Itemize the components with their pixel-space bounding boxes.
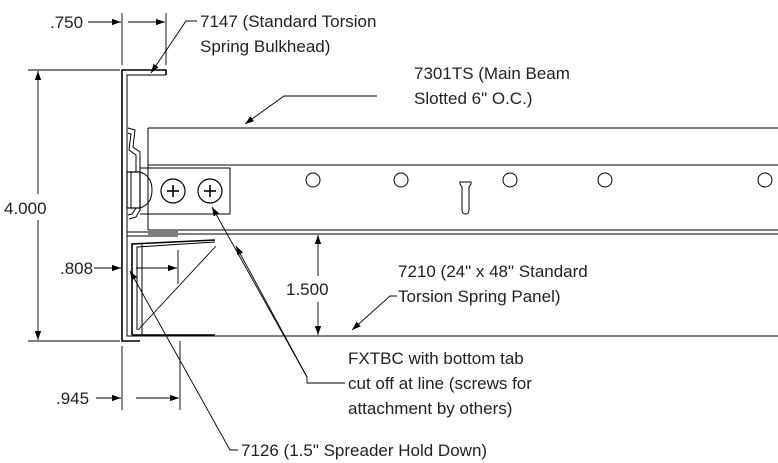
beam-slot-hole xyxy=(757,172,773,188)
main-beam xyxy=(147,127,778,235)
dimension-overall-height: 4.000 xyxy=(4,69,120,342)
callout-spreader: 7126 (1.5" Spreader Hold Down) xyxy=(129,270,487,460)
beam-slot-hole xyxy=(393,172,409,188)
callout-panel: 7210 (24" x 48" Standard Torsion Spring … xyxy=(351,262,588,331)
callout-bulkhead: 7147 (Standard Torsion Spring Bulkhead) xyxy=(150,12,376,74)
spring-clip xyxy=(126,127,153,220)
dim-overall-height: 4.000 xyxy=(4,199,47,218)
dim-bottom-width: .945 xyxy=(56,389,89,408)
callout-bulkhead-line-2: Spring Bulkhead) xyxy=(200,37,330,56)
beam-slot-hole xyxy=(305,172,321,188)
dim-top-width: .750 xyxy=(50,13,83,32)
spreader-hold-down xyxy=(131,239,217,336)
callout-spreader-line-1: 7126 (1.5" Spreader Hold Down) xyxy=(241,441,487,460)
callout-fxtbc-line-1: FXTBC with bottom tab xyxy=(348,349,524,368)
callout-panel-line-1: 7210 (24" x 48" Standard xyxy=(398,262,588,281)
dim-panel-height: 1.500 xyxy=(286,280,329,299)
dimension-panel-height: 1.500 xyxy=(286,235,329,335)
beam-slot-hole xyxy=(502,172,518,188)
dimension-bottom-width: .945 xyxy=(56,341,181,410)
torsion-spring-panel xyxy=(140,233,778,337)
fxtbc-bracket xyxy=(140,167,231,215)
callout-main-beam-line-2: Slotted 6" O.C.) xyxy=(414,89,532,108)
beam-slot-keyhole xyxy=(459,181,472,215)
callout-fxtbc-line-3: attachment by others) xyxy=(348,399,512,418)
callout-fxtbc: FXTBC with bottom tab cut off at line (s… xyxy=(211,206,532,418)
dim-clip-depth: .808 xyxy=(60,259,93,278)
dimension-clip-depth: .808 xyxy=(60,250,179,284)
callout-bulkhead-line-1: 7147 (Standard Torsion xyxy=(200,12,376,31)
callout-fxtbc-line-2: cut off at line (screws for xyxy=(348,374,532,393)
beam-slot-hole xyxy=(597,172,613,188)
callout-main-beam-line-1: 7301TS (Main Beam xyxy=(414,64,570,83)
callout-panel-line-2: Torsion Spring Panel) xyxy=(398,287,561,306)
callout-main-beam: 7301TS (Main Beam Slotted 6" O.C.) xyxy=(244,64,570,125)
dimension-top-width: .750 xyxy=(50,13,167,65)
